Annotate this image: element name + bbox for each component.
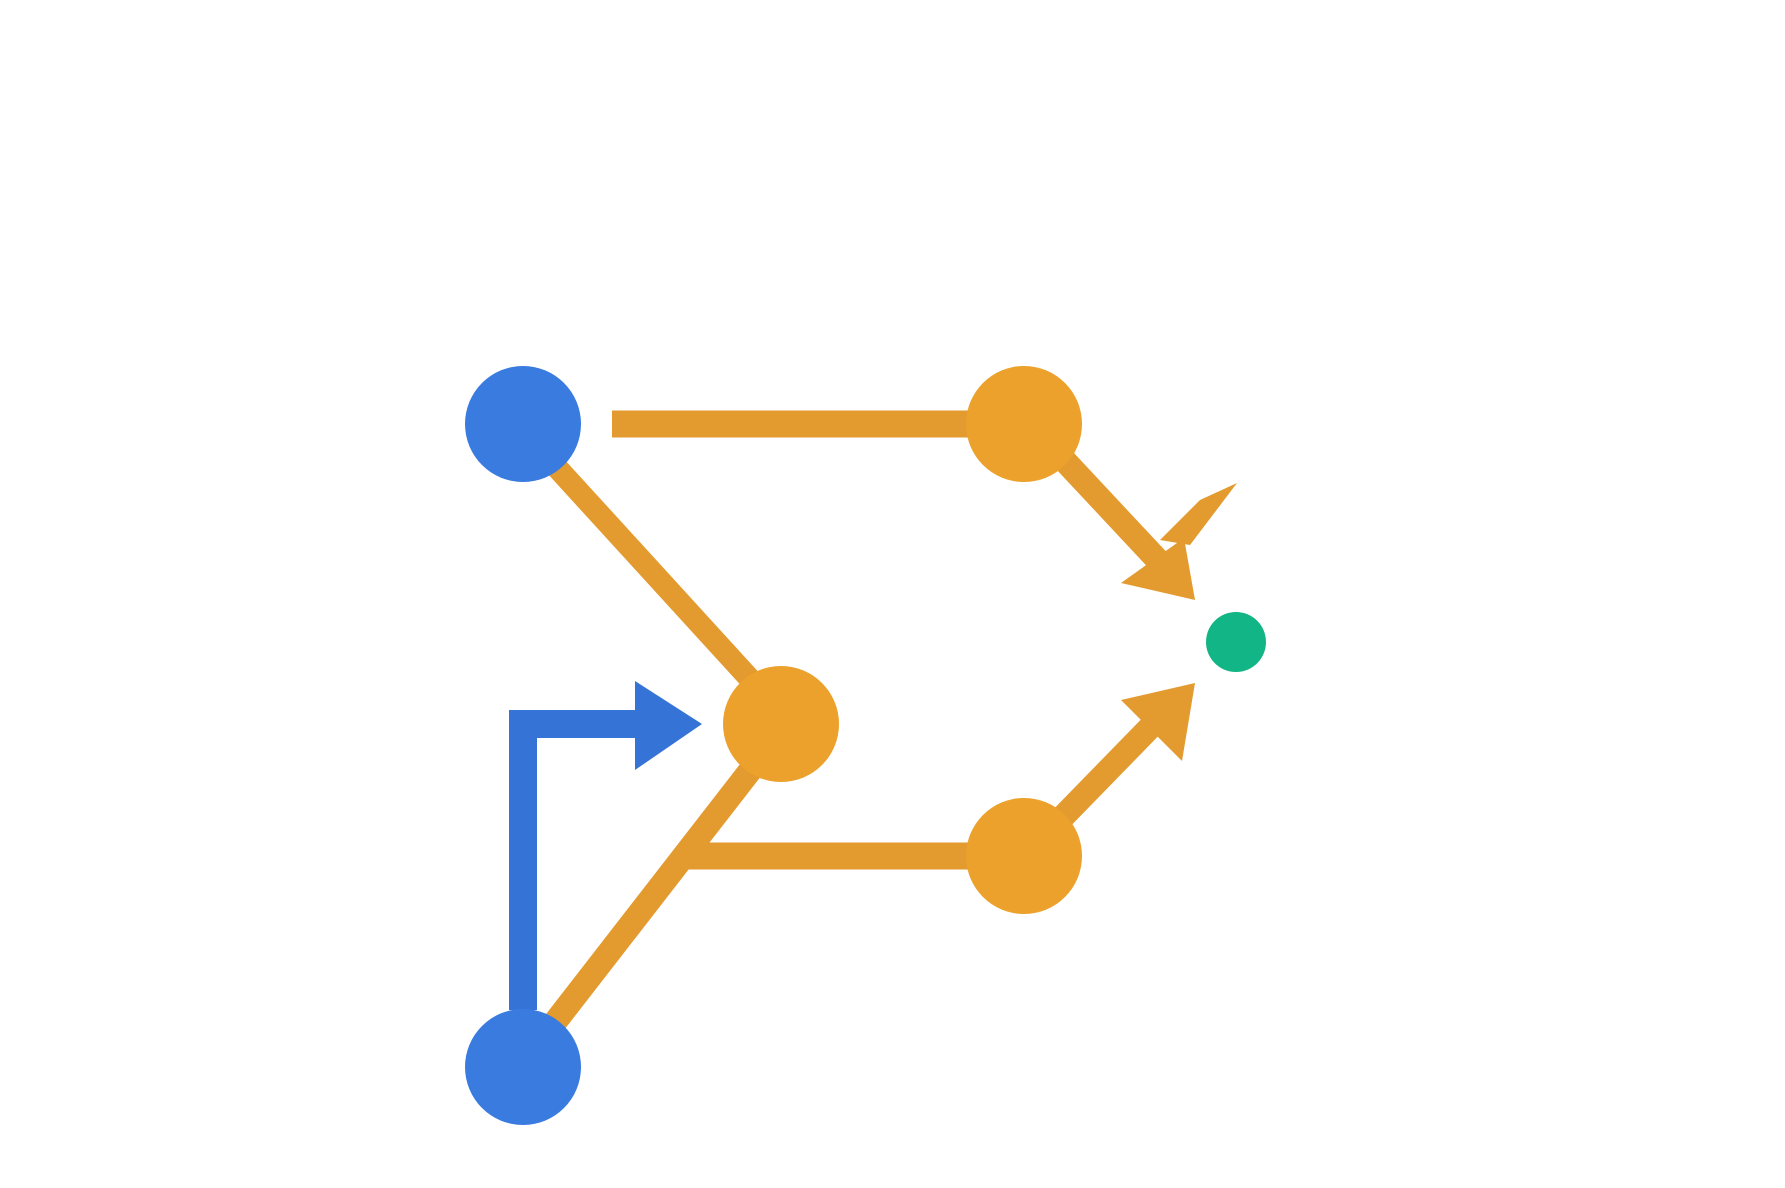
edge-input1-to-middle (541, 452, 769, 698)
output-node (1206, 612, 1266, 672)
feedback-arrowhead-icon (635, 681, 702, 770)
hidden-node-bottom-right (966, 798, 1082, 914)
feedback-edge (509, 710, 640, 1010)
hidden-node-middle (723, 666, 839, 782)
edge-bottom-to-output (1041, 703, 1174, 839)
input-node-top (465, 366, 581, 482)
arrowhead-top-icon (1121, 538, 1195, 600)
input-node-bottom (465, 1009, 581, 1125)
edges (509, 410, 1237, 1034)
hidden-node-top-right (966, 366, 1082, 482)
edge-top-to-output (1041, 436, 1174, 577)
edge-input2-to-middle (542, 737, 780, 1034)
nodes (465, 366, 1266, 1125)
arrowhead-bottom-icon (1121, 683, 1195, 761)
arrowhead-top-spike (1160, 483, 1237, 545)
